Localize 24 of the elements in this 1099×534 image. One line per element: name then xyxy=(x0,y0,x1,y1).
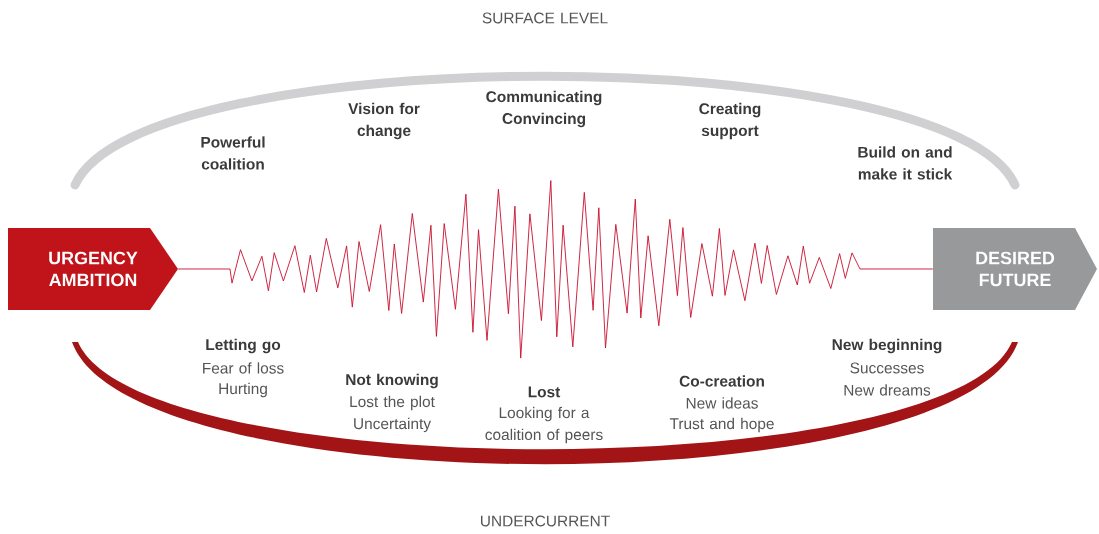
label-text: New ideas xyxy=(686,397,758,409)
heading-text: Build on and make it stick xyxy=(858,146,953,180)
heading-text: Creating support xyxy=(699,102,761,140)
heading-text: Lost xyxy=(528,386,561,398)
label-text: Fear of loss xyxy=(203,362,284,374)
heading-text: New beginning xyxy=(832,338,942,354)
heading-text: Not knowing xyxy=(346,373,438,389)
level-label: UNDERCURRENT xyxy=(481,515,610,527)
zigzag-line xyxy=(177,180,934,359)
level-label: SURFACE LEVEL xyxy=(482,12,608,24)
heading-text: Communicating Convincing xyxy=(486,90,602,128)
heading-text: Co-creation xyxy=(679,375,764,387)
heading-text: Vision for change xyxy=(348,102,420,140)
label-text: Trust and hope xyxy=(669,417,774,433)
label-text: New dreams xyxy=(844,384,931,396)
label-text: Uncertainty xyxy=(354,417,431,433)
heading-text: Letting go xyxy=(206,338,281,354)
arrow-box: URGENCY AMBITION xyxy=(8,228,178,310)
label-text: Looking for a coalition of peers xyxy=(485,406,603,444)
arrow-box: DESIRED FUTURE xyxy=(933,228,1097,310)
label-text: Successes xyxy=(850,362,924,374)
heading-text: Powerful coalition xyxy=(201,136,265,170)
label-text: Lost the plot xyxy=(350,395,435,411)
label-text: Hurting xyxy=(219,382,267,398)
